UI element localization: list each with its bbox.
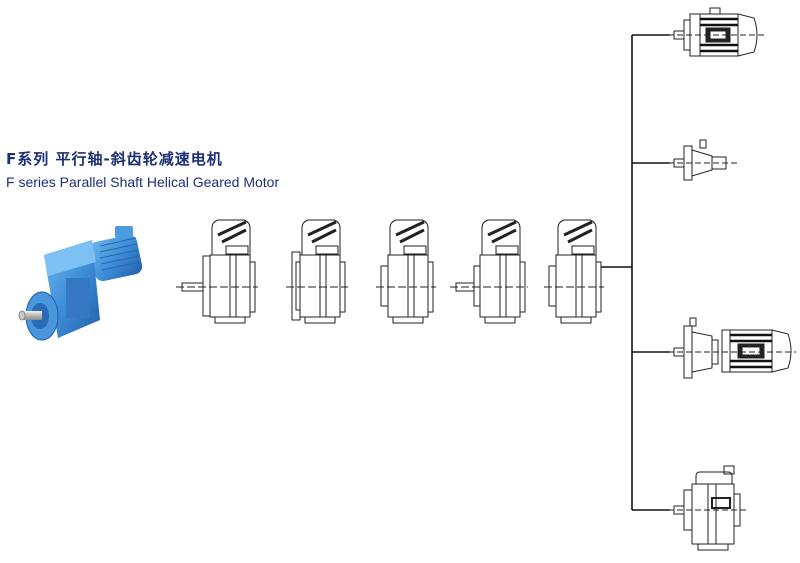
reducer-variant-2 — [286, 219, 348, 324]
input-option-combination-reducer — [668, 465, 746, 551]
input-option-input-shaft — [668, 139, 740, 181]
connector-tree — [601, 34, 670, 511]
page-title-cn: F系列 平行轴-斜齿轮减速电机 — [6, 150, 223, 168]
input-option-iec-motor-adapter — [668, 317, 796, 379]
input-option-motor — [668, 7, 766, 57]
reducer-variant-3 — [376, 219, 436, 324]
product-photo-geared-motor — [18, 226, 143, 341]
page-title-en: F series Parallel Shaft Helical Geared M… — [6, 174, 280, 190]
reducer-variant-4 — [450, 219, 528, 324]
reducer-variant-5 — [544, 219, 604, 324]
reducer-variant-1 — [176, 219, 258, 324]
